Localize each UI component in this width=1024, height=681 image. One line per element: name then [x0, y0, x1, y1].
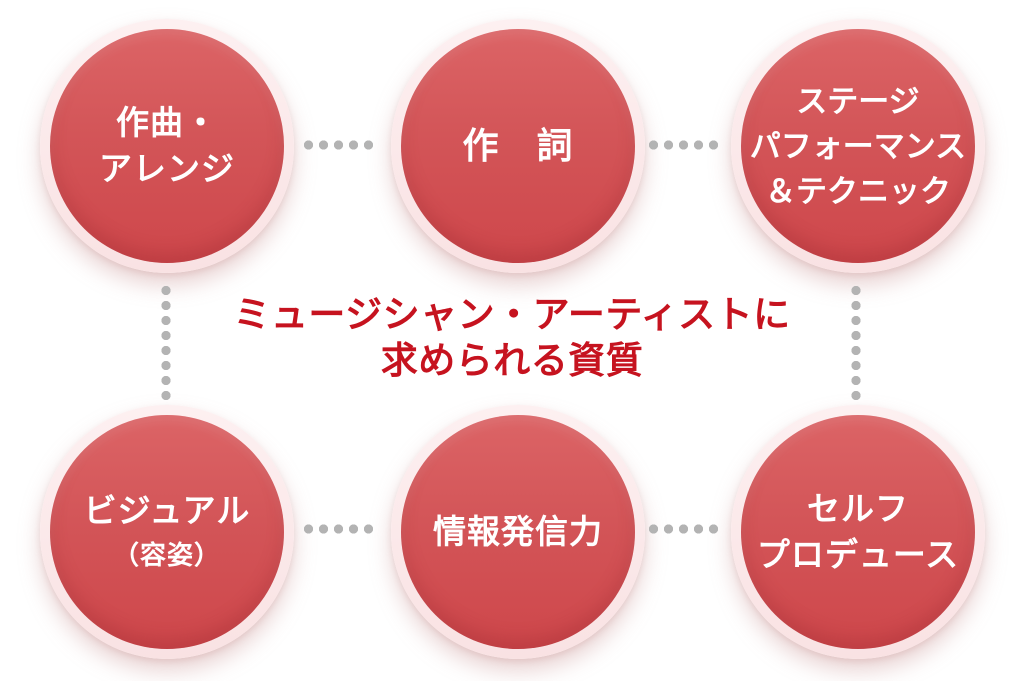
- connector-dots-bottom-left: [301, 524, 376, 534]
- circle-label-line: ＆テクニック: [765, 173, 951, 209]
- circle-stage-performance-face: ステージ パフォーマンス ＆テクニック: [741, 29, 975, 263]
- circle-information-power: 情報発信力: [391, 405, 645, 659]
- circle-composition-arrange-face: 作曲・ アレンジ: [50, 29, 284, 263]
- connector-dots-bottom-right: [646, 524, 721, 534]
- connector-dots-top-right: [646, 140, 721, 150]
- circle-label-line: パフォーマンス: [749, 128, 967, 164]
- circle-visual-appearance: ビジュアル （容姿）: [40, 405, 294, 659]
- circle-label-line: アレンジ: [99, 150, 235, 187]
- connector-dots-vertical-right: [851, 283, 861, 403]
- circle-composition-arrange: 作曲・ アレンジ: [40, 19, 294, 273]
- diagram-title-line-2: 求められる資質: [380, 340, 644, 381]
- connector-dots-vertical-left: [161, 283, 171, 403]
- circle-information-power-face: 情報発信力: [401, 415, 635, 649]
- circle-label-line: 作曲・: [116, 104, 218, 141]
- circle-stage-performance: ステージ パフォーマンス ＆テクニック: [731, 19, 985, 273]
- circle-label-subline: （容姿）: [112, 540, 221, 570]
- circle-visual-appearance-face: ビジュアル （容姿）: [50, 415, 284, 649]
- circle-label-line: ステージ: [796, 83, 920, 119]
- circle-label-line: プロデュース: [756, 536, 960, 573]
- diagram-title-line-1: ミュージシャン・アーティストに: [233, 294, 791, 335]
- connector-dots-top-left: [301, 140, 376, 150]
- diagram-title: ミュージシャン・アーティストに 求められる資質: [0, 292, 1024, 384]
- circle-lyrics: 作 詞: [391, 19, 645, 273]
- circle-self-produce-face: セルフ プロデュース: [741, 415, 975, 649]
- circle-label-line: 作 詞: [462, 125, 574, 166]
- circle-label-line: 情報発信力: [433, 513, 603, 550]
- circle-self-produce: セルフ プロデュース: [731, 405, 985, 659]
- circle-label-line: セルフ: [807, 490, 909, 527]
- circle-lyrics-face: 作 詞: [401, 29, 635, 263]
- circle-label-line: ビジュアル: [83, 492, 251, 529]
